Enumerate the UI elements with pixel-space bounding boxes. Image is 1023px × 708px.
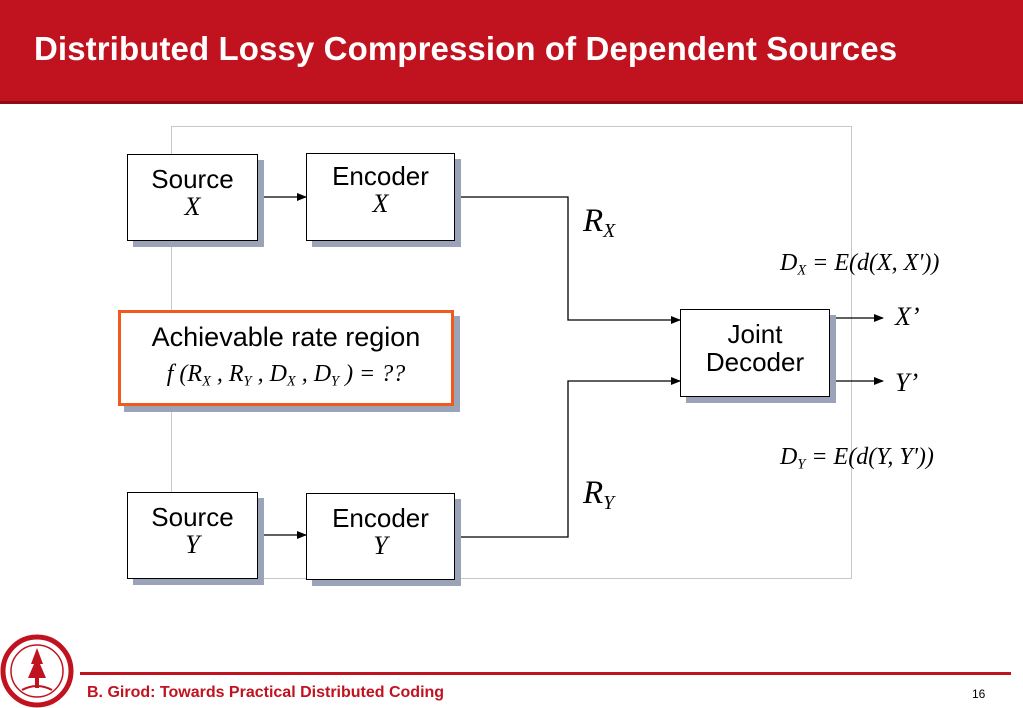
path-ry (454, 377, 681, 538)
path-rx (454, 196, 681, 324)
source-y-var: Y (185, 530, 200, 559)
encoder-x-var: X (372, 189, 389, 218)
output-y-label: Y’ (895, 368, 919, 397)
title-bar: Distributed Lossy Compression of Depende… (0, 0, 1023, 104)
encoder-y-box: Encoder Y (306, 493, 455, 580)
distortion-x-formula: DX = E(d(X, X')) (780, 250, 940, 279)
footer-rule (80, 672, 1011, 675)
joint-decoder-line2: Decoder (705, 347, 805, 377)
joint-decoder-line1: Joint (727, 319, 783, 349)
page-number: 16 (972, 687, 986, 701)
source-x-var: X (184, 192, 201, 221)
rate-x-label: RX (583, 203, 616, 242)
distortion-y-formula: DY = E(d(Y, Y')) (780, 444, 934, 473)
encoder-y-label: Encoder (332, 503, 429, 533)
output-x-label: X’ (895, 302, 920, 331)
slide-title: Distributed Lossy Compression of Depende… (34, 30, 898, 67)
rate-y-label: RY (583, 475, 615, 514)
source-y-box: Source Y (127, 492, 258, 579)
source-x-box: Source X (127, 154, 258, 241)
encoder-x-label: Encoder (332, 161, 429, 191)
source-y-label: Source (151, 502, 234, 532)
footer-text: B. Girod: Towards Practical Distributed … (87, 684, 445, 701)
joint-decoder-box: Joint Decoder (680, 309, 830, 397)
stanford-seal-icon (0, 634, 74, 708)
rate-region-formula: f (RX , RY , DX , DY ) = ?? (166, 361, 406, 390)
achievable-rate-region-box: Achievable rate region f (RX , RY , DX ,… (118, 310, 454, 406)
encoder-y-var: Y (373, 531, 388, 560)
source-x-label: Source (151, 164, 234, 194)
achievable-rate-region-label: Achievable rate region (151, 322, 421, 352)
encoder-x-box: Encoder X (306, 153, 455, 241)
